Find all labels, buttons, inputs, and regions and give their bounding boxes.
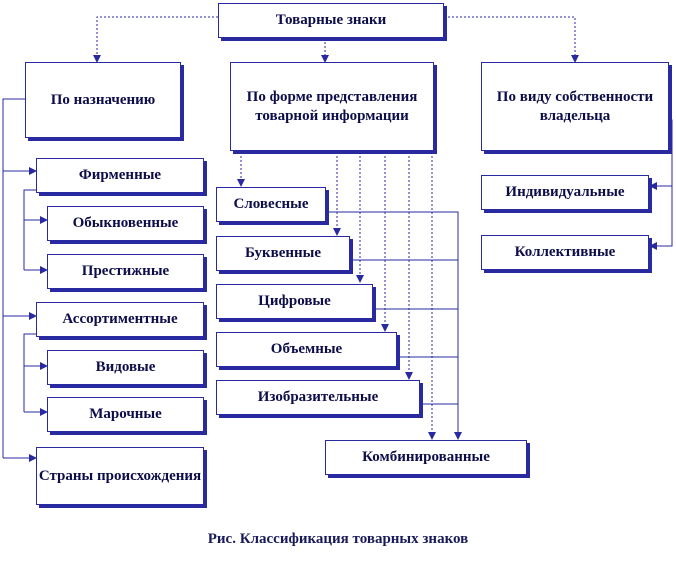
group-ownership: По виду собственности владельца — [481, 62, 669, 151]
item-tsifrovye: Цифровые — [216, 284, 373, 319]
item-marochnye: Марочные — [47, 397, 204, 432]
item-kombinirovannye: Комбинированные — [325, 440, 527, 475]
item-individualnye: Индивидуальные — [481, 175, 649, 210]
item-kollektivnye: Коллективные — [481, 235, 649, 270]
item-prestizhnye: Престижные — [47, 254, 204, 289]
group-purpose: По назначению — [25, 62, 181, 138]
figure-caption: Рис. Классификация товарных знаков — [207, 531, 469, 547]
item-izobrazitelnye: Изобразительные — [216, 380, 420, 415]
item-assortimentnye: Ассортиментные — [36, 302, 204, 337]
root-box: Товарные знаки — [218, 3, 444, 38]
group-form: По форме представления товарной информац… — [230, 62, 434, 151]
item-obyknovennye: Обыкновенные — [47, 206, 204, 241]
item-obemnye: Объемные — [216, 332, 397, 367]
item-strany-proiskhozhdeniya: Страны происхождения — [36, 447, 204, 505]
item-vidovye: Видовые — [47, 350, 204, 385]
item-slovesnye: Словесные — [216, 187, 326, 222]
item-bukvennye: Буквенные — [216, 236, 350, 271]
item-firmennye: Фирменные — [36, 158, 204, 193]
